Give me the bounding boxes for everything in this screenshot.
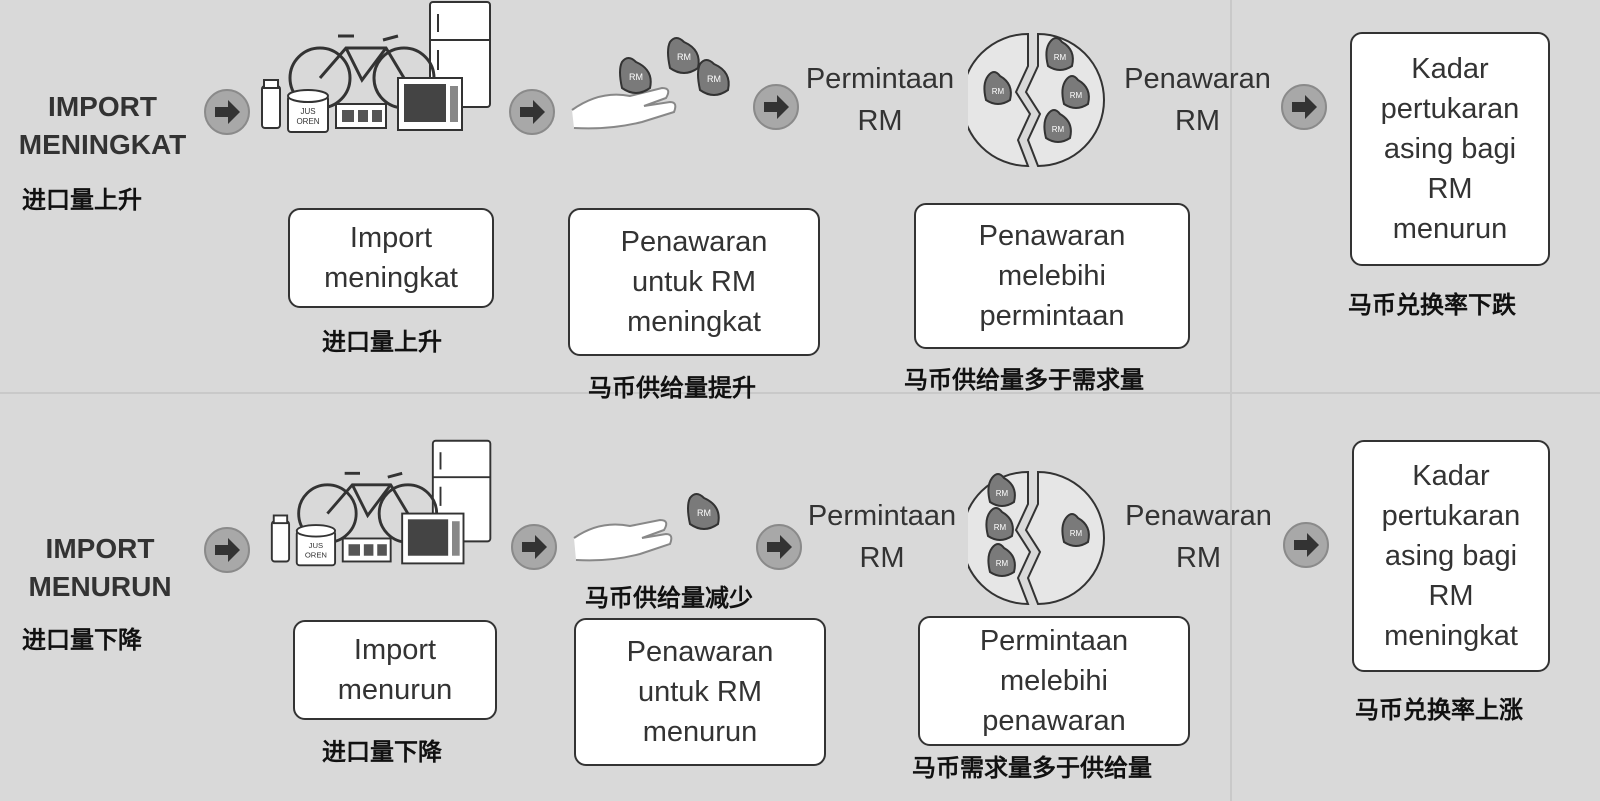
svg-text:OREN: OREN bbox=[305, 551, 327, 560]
svg-text:RM: RM bbox=[1070, 91, 1083, 100]
radio-icon bbox=[341, 537, 392, 563]
row2-box-3-zh: 马币需求量多于供给量 bbox=[912, 754, 1152, 782]
hand-icon bbox=[573, 518, 673, 562]
row2-side-zh: 进口量下降 bbox=[22, 626, 142, 654]
box-text: Penawaran melebihi permintaan bbox=[978, 220, 1126, 332]
money-bag-icon: RM bbox=[985, 507, 1014, 541]
arrow-right-icon bbox=[511, 524, 557, 570]
juice-box-icon: JUS OREN bbox=[287, 89, 329, 133]
row2-result-box: Kadar pertukaran asing bagi RM meningkat bbox=[1352, 440, 1550, 672]
goods-illustration: JUS OREN bbox=[261, 1, 491, 133]
svg-text:RM: RM bbox=[1054, 53, 1067, 62]
money-bag-icon: RM bbox=[619, 57, 652, 94]
row1-result-box: Kadar pertukaran asing bagi RM menurun bbox=[1350, 32, 1550, 266]
svg-text:RM: RM bbox=[1070, 529, 1083, 538]
money-bag-icon: RM bbox=[687, 493, 720, 530]
row2-box-1-zh: 进口量下降 bbox=[322, 738, 442, 766]
svg-text:JUS: JUS bbox=[300, 107, 315, 116]
row1-demand-label: Permintaan RM bbox=[805, 63, 955, 137]
row2-box-2: Penawaran untuk RM menurun bbox=[574, 618, 826, 766]
money-bag-icon: RM bbox=[1061, 513, 1090, 547]
svg-text:RM: RM bbox=[677, 52, 691, 62]
money-bag-icon: RM bbox=[1061, 75, 1090, 109]
money-bag-icon: RM bbox=[987, 543, 1016, 577]
row1-box-1-zh: 进口量上升 bbox=[322, 328, 442, 356]
hand-with-money-bags: RM RM RM bbox=[571, 37, 730, 130]
svg-text:RM: RM bbox=[996, 489, 1009, 498]
row1-box-2-zh: 马币供给量提升 bbox=[588, 374, 756, 402]
arrow-right-icon bbox=[756, 524, 802, 570]
hand-icon bbox=[571, 86, 677, 130]
money-bag-icon: RM bbox=[1045, 37, 1074, 71]
background-rule bbox=[1230, 0, 1232, 801]
row1-side-label: IMPORT MENINGKAT bbox=[18, 91, 187, 160]
goods-illustration: JUS OREN bbox=[270, 439, 492, 567]
arrow-right-icon bbox=[753, 84, 799, 130]
svg-text:RM: RM bbox=[629, 72, 643, 82]
jar-icon bbox=[261, 79, 281, 129]
row1-supply-label: Penawaran RM bbox=[1124, 63, 1271, 137]
svg-text:JUS: JUS bbox=[309, 541, 323, 550]
arrow-right-icon bbox=[1283, 522, 1329, 568]
row2-box-1: Import menurun bbox=[293, 620, 497, 720]
row2-result-zh: 马币兑换率上涨 bbox=[1355, 696, 1523, 724]
money-bag-icon: RM bbox=[667, 37, 700, 74]
svg-text:RM: RM bbox=[994, 523, 1007, 532]
television-icon bbox=[401, 512, 465, 565]
hand-with-money-bag: RM bbox=[573, 493, 720, 562]
scale-split-icon: RM RM RM RM bbox=[968, 32, 1105, 168]
row1-box-3-zh: 马币供给量多于需求量 bbox=[904, 366, 1144, 394]
money-bag-icon: RM bbox=[987, 473, 1016, 507]
box-text: Import meningkat bbox=[324, 222, 458, 294]
row1-side-zh: 进口量上升 bbox=[22, 186, 142, 214]
row2-side-label: IMPORT MENURUN bbox=[28, 533, 172, 602]
row2-supply-label: Penawaran RM bbox=[1125, 500, 1272, 574]
arrow-right-icon bbox=[204, 89, 250, 135]
money-bag-icon: RM bbox=[983, 71, 1012, 105]
row2-box-3: Permintaan melebihi penawaran bbox=[918, 616, 1190, 746]
row1-box-3: Penawaran melebihi permintaan bbox=[914, 203, 1190, 349]
svg-text:RM: RM bbox=[1052, 125, 1065, 134]
arrow-right-icon bbox=[509, 89, 555, 135]
box-text: Permintaan melebihi penawaran bbox=[979, 625, 1129, 737]
result-text: Kadar pertukaran asing bagi RM menurun bbox=[1380, 53, 1520, 245]
row2-demand-label: Permintaan RM bbox=[807, 500, 957, 574]
svg-text:RM: RM bbox=[697, 508, 711, 518]
box-text: Penawaran untuk RM meningkat bbox=[620, 226, 768, 338]
svg-text:RM: RM bbox=[992, 87, 1005, 96]
svg-text:OREN: OREN bbox=[296, 117, 319, 126]
box-text: Import menurun bbox=[337, 634, 453, 706]
scale-split-icon: RM RM RM RM bbox=[968, 470, 1105, 606]
money-bag-icon: RM bbox=[697, 59, 730, 96]
row1-box-2: Penawaran untuk RM meningkat bbox=[568, 208, 820, 356]
money-bag-icon: RM bbox=[1043, 109, 1072, 143]
svg-text:RM: RM bbox=[996, 559, 1009, 568]
arrow-right-icon bbox=[204, 527, 250, 573]
result-text: Kadar pertukaran asing bagi RM meningkat bbox=[1381, 460, 1521, 652]
arrow-right-icon bbox=[1281, 84, 1327, 130]
box-text: Penawaran untuk RM menurun bbox=[626, 636, 774, 748]
row1-result-zh: 马币兑换率下跌 bbox=[1348, 291, 1516, 319]
radio-icon bbox=[335, 103, 387, 129]
juice-box-icon: JUS OREN bbox=[295, 524, 337, 567]
svg-text:RM: RM bbox=[707, 74, 721, 84]
background-rule bbox=[0, 392, 1600, 394]
television-icon bbox=[397, 77, 463, 131]
row1-box-1: Import meningkat bbox=[288, 208, 494, 308]
jar-icon bbox=[270, 514, 291, 563]
row2-hand-zh: 马币供给量减少 bbox=[585, 584, 753, 612]
